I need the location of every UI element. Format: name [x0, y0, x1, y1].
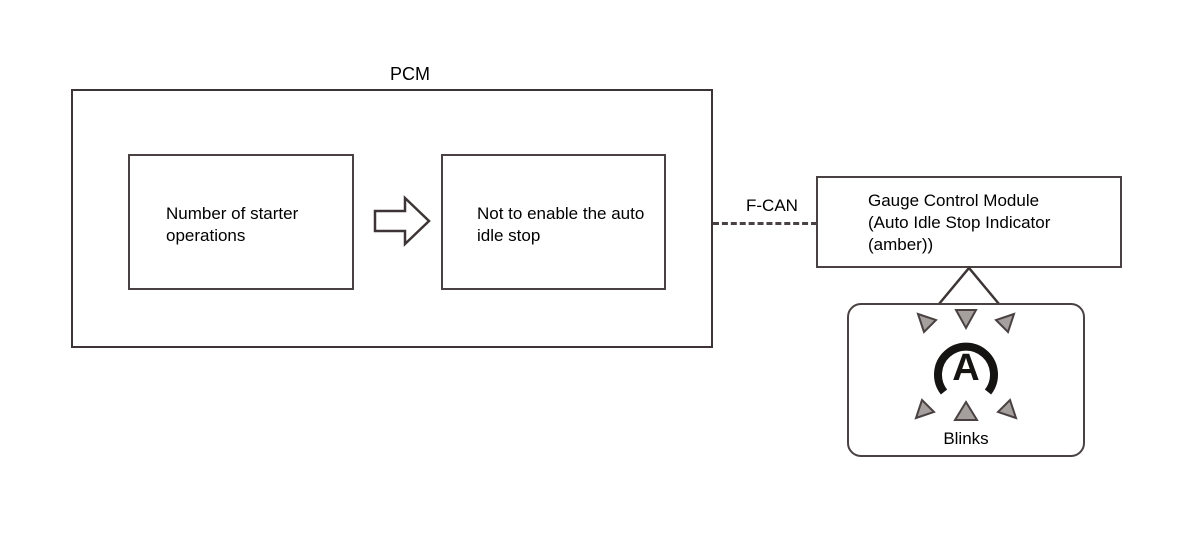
process-box-starter-operations [128, 154, 354, 290]
fcan-bus-label: F-CAN [746, 196, 798, 215]
indicator-status-label: Blinks [943, 429, 989, 448]
process-label-starter-operations: Number of starter operations [166, 204, 299, 246]
gauge-control-module-label: Gauge Control Module (Auto Idle Stop Ind… [868, 191, 1051, 254]
module-to-indicator-connector [938, 266, 1000, 306]
right-block-arrow-icon [373, 195, 431, 247]
auto-idle-stop-indicator-icon: A [900, 308, 1032, 424]
svg-text:A: A [952, 347, 979, 389]
gauge-control-module-box [816, 176, 1122, 268]
process-box-disable-idle-stop [441, 154, 666, 290]
pcm-title: PCM [390, 64, 430, 84]
process-label-disable-idle-stop: Not to enable the auto idle stop [477, 204, 645, 246]
indicator-panel [847, 303, 1085, 457]
fcan-bus-line [713, 222, 817, 225]
